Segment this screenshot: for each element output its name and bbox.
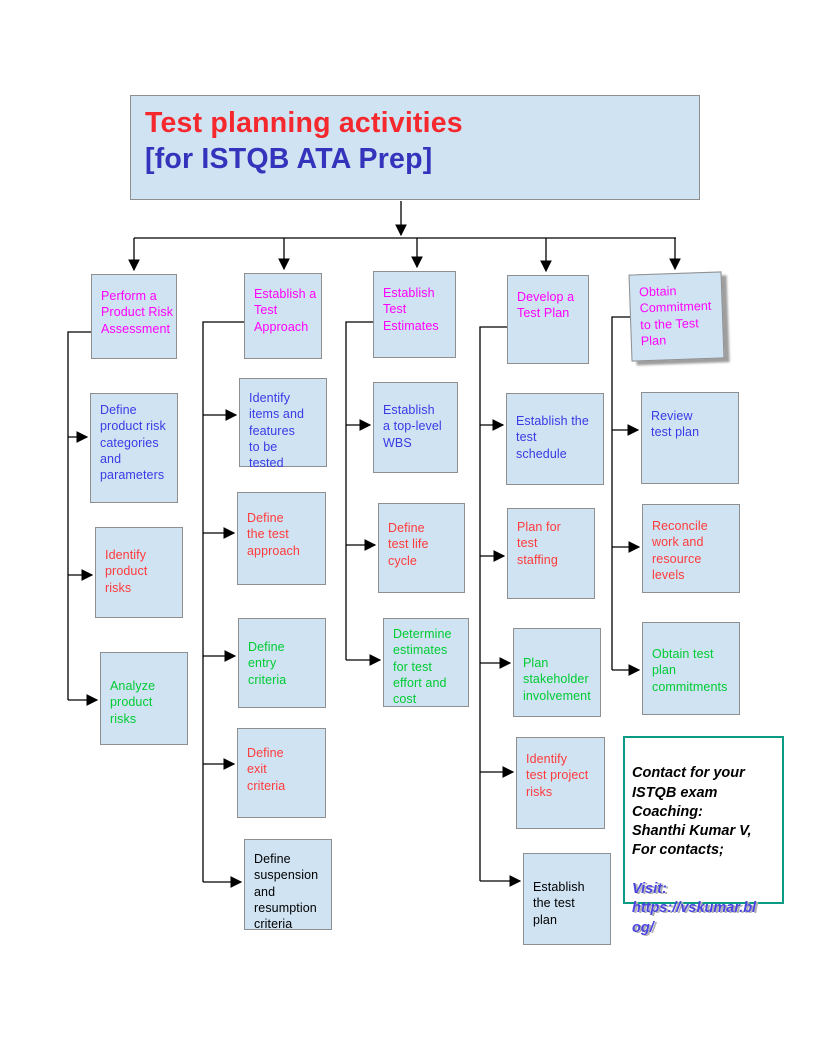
node-define-product-risk-categories: Define product risk categories and param… (90, 393, 178, 503)
node-establish-the-test-plan: Establish the test plan (523, 853, 611, 945)
node-obtain-commitment: Obtain Commitment to the Test Plan (628, 271, 725, 362)
blog-link[interactable]: Visit: https://vskumar.bl og/ (632, 880, 757, 936)
node-plan-test-staffing: Plan for test staffing (507, 508, 595, 599)
contact-box: Contact for your ISTQB exam Coaching: Sh… (623, 736, 784, 936)
node-develop-test-plan: Develop a Test Plan (507, 275, 589, 364)
page-subtitle: [for ISTQB ATA Prep] (145, 142, 433, 175)
node-define-test-life-cycle: Define test life cycle (378, 503, 465, 593)
node-determine-estimates: Determine estimates for test effort and … (383, 618, 469, 707)
contact-text: Contact for your ISTQB exam Coaching: Sh… (632, 765, 752, 859)
node-plan-stakeholder-involvement: Plan stakeholder involvement (513, 628, 601, 717)
node-establish-test-approach: Establish a Test Approach (244, 273, 322, 359)
node-establish-test-schedule: Establish the test schedule (506, 393, 604, 485)
node-identify-product-risks: Identify product risks (95, 527, 183, 618)
node-establish-top-level-wbs: Establish a top-level WBS (373, 382, 458, 473)
node-define-test-approach: Define the test approach (237, 492, 326, 585)
node-reconcile-work-resources: Reconcile work and resource levels (642, 504, 740, 593)
node-identify-items-features: Identify items and features to be tested (239, 378, 327, 470)
title-box: Test planning activities [for ISTQB ATA … (130, 95, 700, 200)
node-define-suspension-resumption-criteria: Define suspension and resumption criteri… (244, 839, 332, 931)
page-title: Test planning activities (145, 107, 463, 139)
node-review-test-plan: Review test plan (641, 392, 739, 484)
node-identify-test-project-risks: Identify test project risks (516, 737, 605, 829)
node-obtain-test-plan-commitments: Obtain test plan commitments (642, 622, 740, 715)
node-define-exit-criteria: Define exit criteria (237, 728, 326, 818)
node-analyze-product-risks: Analyze product risks (100, 652, 188, 745)
node-perform-product-risk-assessment: Perform a Product Risk Assessment (91, 274, 177, 359)
node-establish-test-estimates: Establish Test Estimates (373, 271, 456, 358)
node-define-entry-criteria: Define entry criteria (238, 618, 326, 708)
